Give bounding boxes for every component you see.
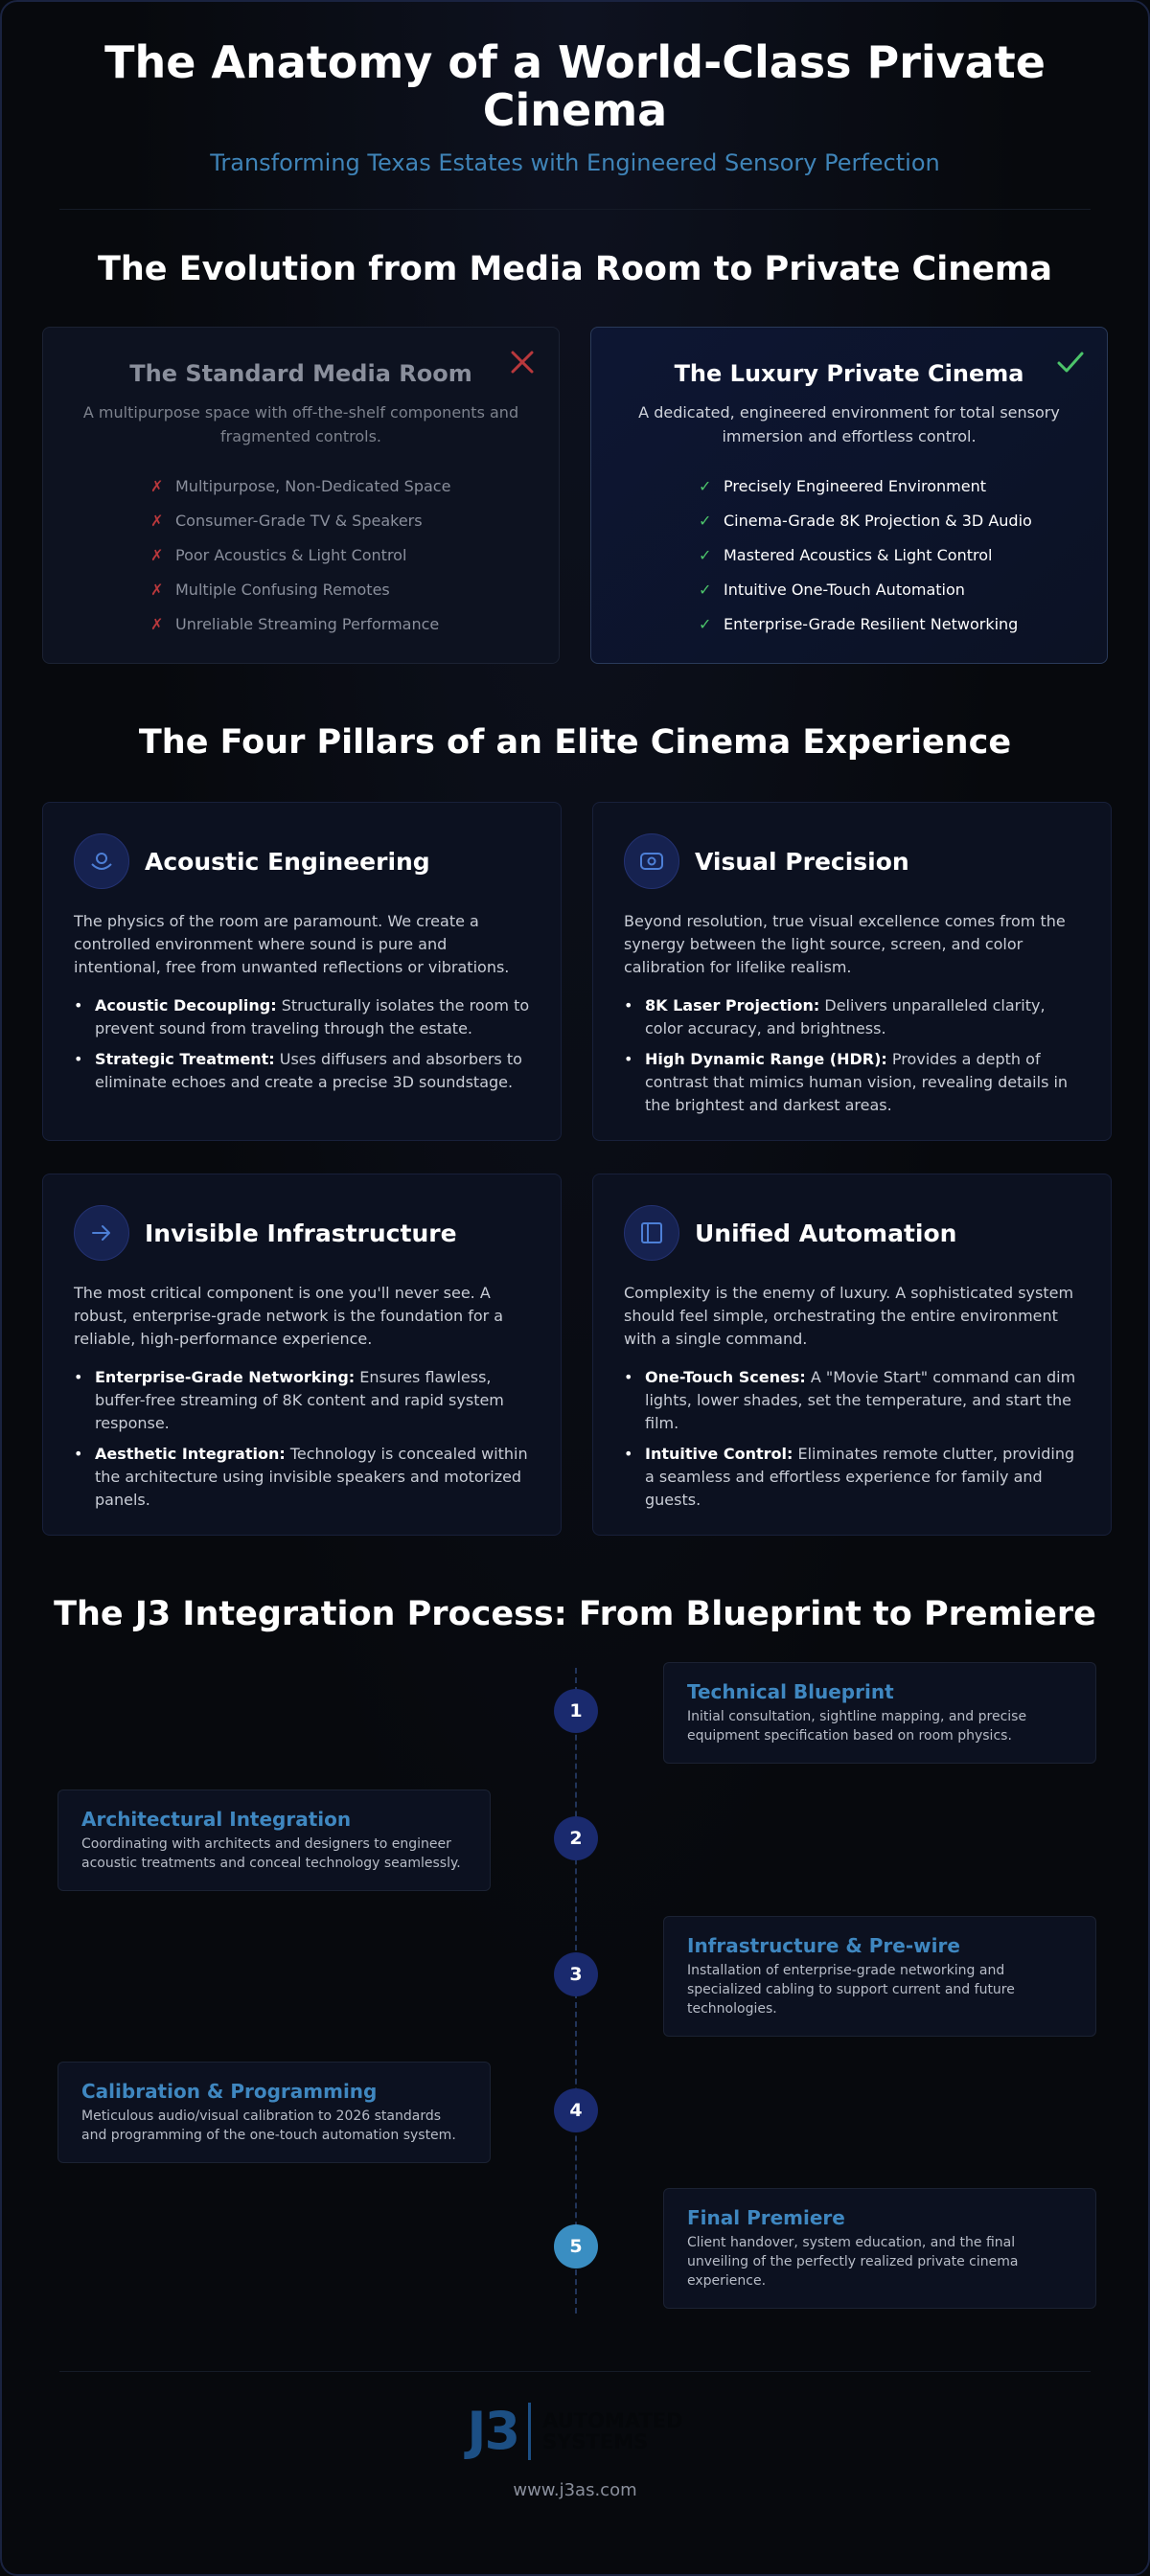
check-icon [1057, 352, 1084, 373]
standard-media-room-card: The Standard Media Room A multipurpose s… [42, 327, 560, 664]
logo-wordmark: AUTOMATED SYSTEMS [542, 2408, 683, 2453]
step-card-calibration-programming: Calibration & Programming Meticulous aud… [58, 2062, 491, 2163]
list-item: ✓Mastered Acoustics & Light Control [699, 538, 1069, 573]
step-title: Final Premiere [687, 2206, 845, 2229]
x-icon [511, 351, 534, 374]
list-item: ✗Multiple Confusing Remotes [150, 573, 520, 607]
list-item: High Dynamic Range (HDR): Provides a dep… [624, 1048, 1080, 1117]
x-bullet-icon: ✗ [150, 546, 164, 564]
list-item: Aesthetic Integration: Technology is con… [74, 1443, 530, 1512]
step-card-final-premiere: Final Premiere Client handover, system e… [663, 2188, 1096, 2309]
card-description: A multipurpose space with off-the-shelf … [82, 403, 519, 445]
card-description: A dedicated, engineered environment for … [638, 403, 1060, 445]
pillar-points: One-Touch Scenes: A "Movie Start" comman… [624, 1366, 1080, 1512]
pillar-text: The physics of the room are paramount. W… [74, 912, 510, 976]
pillar-card-visual: Visual Precision Beyond resolution, true… [592, 802, 1112, 1141]
pillar-title: Visual Precision [695, 847, 909, 876]
divider [59, 209, 1091, 210]
list-item: ✗Consumer-Grade TV & Speakers [150, 504, 520, 538]
step-number-badge: 5 [554, 2224, 598, 2268]
step-number-badge: 4 [554, 2088, 598, 2132]
process-timeline: 1 Technical Blueprint Initial consultati… [2, 1662, 1148, 2371]
list-item: ✓Intuitive One-Touch Automation [699, 573, 1069, 607]
step-card-infrastructure-prewire: Infrastructure & Pre-wire Installation o… [663, 1916, 1096, 2037]
pillar-title: Invisible Infrastructure [145, 1219, 457, 1247]
arrow-right-icon [74, 1205, 129, 1261]
j3-logo: J3 AUTOMATED SYSTEMS [2, 2401, 1148, 2461]
page-subtitle: Transforming Texas Estates with Engineer… [210, 149, 940, 176]
pillar-card-acoustic: Acoustic Engineering The physics of the … [42, 802, 562, 1141]
standard-feature-list: ✗Multipurpose, Non-Dedicated Space ✗Cons… [81, 469, 520, 642]
page-title: The Anatomy of a World-Class Private Cin… [104, 36, 1046, 136]
x-bullet-icon: ✗ [150, 477, 164, 495]
list-item: ✓Cinema-Grade 8K Projection & 3D Audio [699, 504, 1069, 538]
list-item: One-Touch Scenes: A "Movie Start" comman… [624, 1366, 1080, 1435]
card-title: The Standard Media Room [129, 360, 472, 387]
projector-icon [624, 833, 679, 889]
x-bullet-icon: ✗ [150, 512, 164, 530]
pillar-card-automation: Unified Automation Complexity is the ene… [592, 1174, 1112, 1536]
check-bullet-icon: ✓ [699, 546, 712, 564]
x-bullet-icon: ✗ [150, 615, 164, 633]
step-description: Installation of enterprise-grade network… [687, 1963, 1015, 2017]
pillars-grid: Acoustic Engineering The physics of the … [2, 802, 1148, 1536]
pillar-points: Acoustic Decoupling: Structurally isolat… [74, 994, 530, 1094]
list-item: Strategic Treatment: Uses diffusers and … [74, 1048, 530, 1094]
evolution-section: The Evolution from Media Room to Private… [2, 250, 1148, 664]
step-description: Client handover, system education, and t… [687, 2235, 1019, 2289]
list-item: Acoustic Decoupling: Structurally isolat… [74, 994, 530, 1040]
pillar-text: Complexity is the enemy of luxury. A sop… [624, 1284, 1074, 1348]
check-bullet-icon: ✓ [699, 512, 712, 530]
step-number-badge: 2 [554, 1816, 598, 1860]
step-title: Architectural Integration [81, 1808, 352, 1831]
logo-divider [528, 2402, 532, 2460]
step-title: Calibration & Programming [81, 2080, 378, 2103]
step-number-badge: 3 [554, 1952, 598, 1996]
list-item: Intuitive Control: Eliminates remote clu… [624, 1443, 1080, 1512]
page-header: The Anatomy of a World-Class Private Cin… [2, 2, 1148, 176]
step-card-architectural-integration: Architectural Integration Coordinating w… [58, 1790, 491, 1891]
pillar-title: Acoustic Engineering [145, 847, 430, 876]
check-bullet-icon: ✓ [699, 477, 712, 495]
list-item: ✓Precisely Engineered Environment [699, 469, 1069, 504]
check-bullet-icon: ✓ [699, 615, 712, 633]
list-item: ✗Poor Acoustics & Light Control [150, 538, 520, 573]
logo-mark: J3 [467, 2401, 520, 2461]
step-description: Meticulous audio/visual calibration to 2… [81, 2109, 456, 2143]
website-link[interactable]: www.j3as.com [513, 2480, 637, 2500]
x-bullet-icon: ✗ [150, 581, 164, 599]
pillar-points: Enterprise-Grade Networking: Ensures fla… [74, 1366, 530, 1512]
panel-icon [624, 1205, 679, 1261]
section-title-pillars: The Four Pillars of an Elite Cinema Expe… [138, 723, 1012, 762]
luxury-feature-list: ✓Precisely Engineered Environment ✓Cinem… [630, 469, 1069, 642]
pillar-title: Unified Automation [695, 1219, 957, 1247]
luxury-private-cinema-card: The Luxury Private Cinema A dedicated, e… [590, 327, 1108, 664]
step-description: Coordinating with architects and designe… [81, 1836, 461, 1871]
check-bullet-icon: ✓ [699, 581, 712, 599]
pillar-card-infrastructure: Invisible Infrastructure The most critic… [42, 1174, 562, 1536]
list-item: Enterprise-Grade Networking: Ensures fla… [74, 1366, 530, 1435]
pillar-points: 8K Laser Projection: Delivers unparallel… [624, 994, 1080, 1117]
step-title: Infrastructure & Pre-wire [687, 1934, 960, 1957]
step-card-technical-blueprint: Technical Blueprint Initial consultation… [663, 1662, 1096, 1764]
list-item: 8K Laser Projection: Delivers unparallel… [624, 994, 1080, 1040]
pillar-text: Beyond resolution, true visual excellenc… [624, 912, 1066, 976]
card-title: The Luxury Private Cinema [674, 360, 1024, 387]
list-item: ✗Unreliable Streaming Performance [150, 607, 520, 642]
section-title-evolution: The Evolution from Media Room to Private… [98, 250, 1052, 288]
acoustic-icon [74, 833, 129, 889]
step-description: Initial consultation, sightline mapping,… [687, 1709, 1027, 1744]
step-title: Technical Blueprint [687, 1680, 894, 1703]
section-title-process: The J3 Integration Process: From Bluepri… [54, 1595, 1096, 1633]
pillar-text: The most critical component is one you'l… [74, 1284, 504, 1348]
page-footer: J3 AUTOMATED SYSTEMS www.j3as.com [2, 2371, 1148, 2500]
step-number-badge: 1 [554, 1689, 598, 1733]
process-section: The J3 Integration Process: From Bluepri… [2, 1595, 1148, 2371]
list-item: ✗Multipurpose, Non-Dedicated Space [150, 469, 520, 504]
divider [59, 2371, 1091, 2372]
pillars-section: The Four Pillars of an Elite Cinema Expe… [2, 723, 1148, 1536]
list-item: ✓Enterprise-Grade Resilient Networking [699, 607, 1069, 642]
comparison: The Standard Media Room A multipurpose s… [2, 327, 1148, 664]
